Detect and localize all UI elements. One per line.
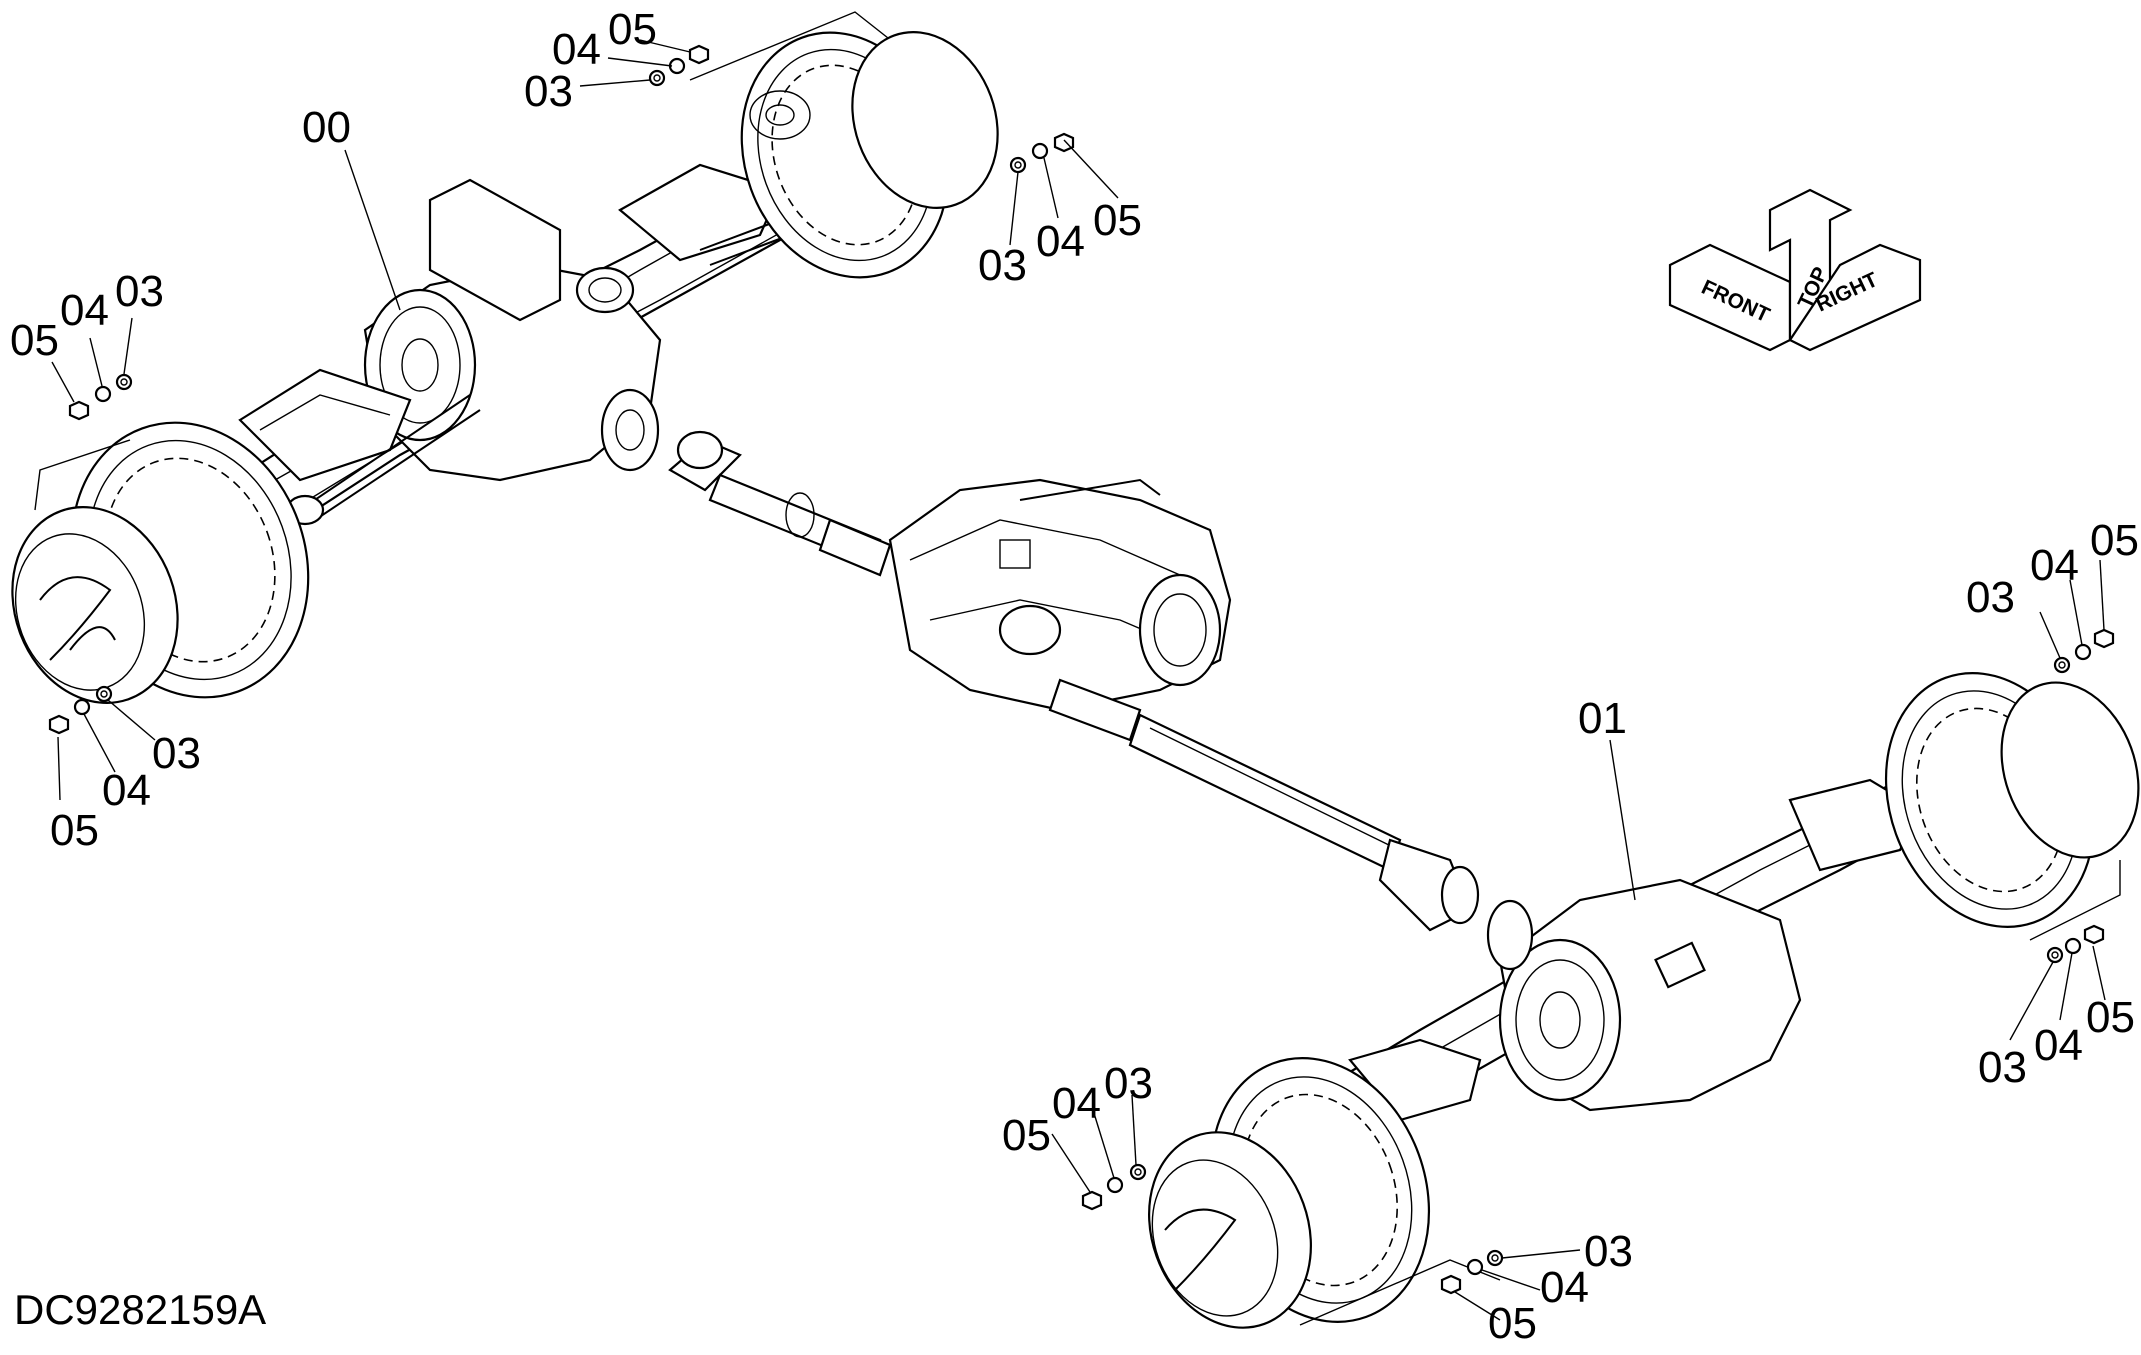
front-left-wheel-hub xyxy=(11,421,310,704)
callout-nut: 05 xyxy=(50,806,99,855)
rear-drive-shaft xyxy=(1048,678,1480,932)
callout-spacer: 03 xyxy=(152,729,201,778)
front-drive-shaft xyxy=(668,430,892,577)
callout-front-axle: 00 xyxy=(302,103,351,152)
callout-spacer: 03 xyxy=(978,241,1027,290)
callout-labels: 00 01 05 04 03 03 04 05 05 04 03 03 04 0… xyxy=(10,5,2139,1348)
callout-nut: 05 xyxy=(2090,516,2139,565)
callout-spacer: 03 xyxy=(115,267,164,316)
callout-nut: 05 xyxy=(608,5,657,54)
fastener-group-left-lower xyxy=(48,685,113,735)
callout-washer: 04 xyxy=(2030,541,2079,590)
callout-spacer: 03 xyxy=(1966,573,2015,622)
callout-spacer: 03 xyxy=(1978,1043,2027,1092)
fastener-group-top xyxy=(648,11,889,87)
rear-left-wheel-hub xyxy=(1148,1057,1431,1329)
callout-rear-axle: 01 xyxy=(1578,694,1627,743)
transmission xyxy=(888,478,1232,712)
callout-washer: 04 xyxy=(1036,217,1085,266)
fastener-group-bottom-right xyxy=(1299,1249,1504,1326)
callout-washer: 04 xyxy=(102,766,151,815)
right-arrow xyxy=(1788,243,1922,352)
callout-nut: 05 xyxy=(2086,993,2135,1042)
callout-washer: 04 xyxy=(2034,1021,2083,1070)
fastener-group-right-lower xyxy=(2029,860,2121,964)
callout-washer: 04 xyxy=(1540,1263,1589,1312)
fastener-group-right-upper xyxy=(2053,628,2115,674)
callout-nut: 05 xyxy=(10,316,59,365)
fastener-group-top-right xyxy=(1009,132,1075,174)
front-axle-assembly xyxy=(238,158,885,526)
leader-lines xyxy=(51,39,2106,1321)
callout-washer: 04 xyxy=(552,25,601,74)
front-right-wheel-hub xyxy=(740,31,999,279)
rear-axle-assembly xyxy=(1318,778,1953,1142)
callout-spacer: 03 xyxy=(524,67,573,116)
callout-nut: 05 xyxy=(1093,196,1142,245)
callout-washer: 04 xyxy=(60,286,109,335)
callout-washer: 04 xyxy=(1052,1079,1101,1128)
fastener-group-left-upper xyxy=(34,373,133,511)
fastener-group-bottom-left xyxy=(1081,1163,1147,1211)
callout-spacer: 03 xyxy=(1104,1059,1153,1108)
callout-nut: 05 xyxy=(1002,1111,1051,1160)
callout-nut: 05 xyxy=(1488,1299,1537,1348)
document-id: DC9282159A xyxy=(14,1286,267,1333)
orientation-indicator: FRONT TOP RIGHT xyxy=(1668,188,1922,352)
rear-right-wheel-hub xyxy=(1884,672,2140,928)
callout-spacer: 03 xyxy=(1584,1227,1633,1276)
